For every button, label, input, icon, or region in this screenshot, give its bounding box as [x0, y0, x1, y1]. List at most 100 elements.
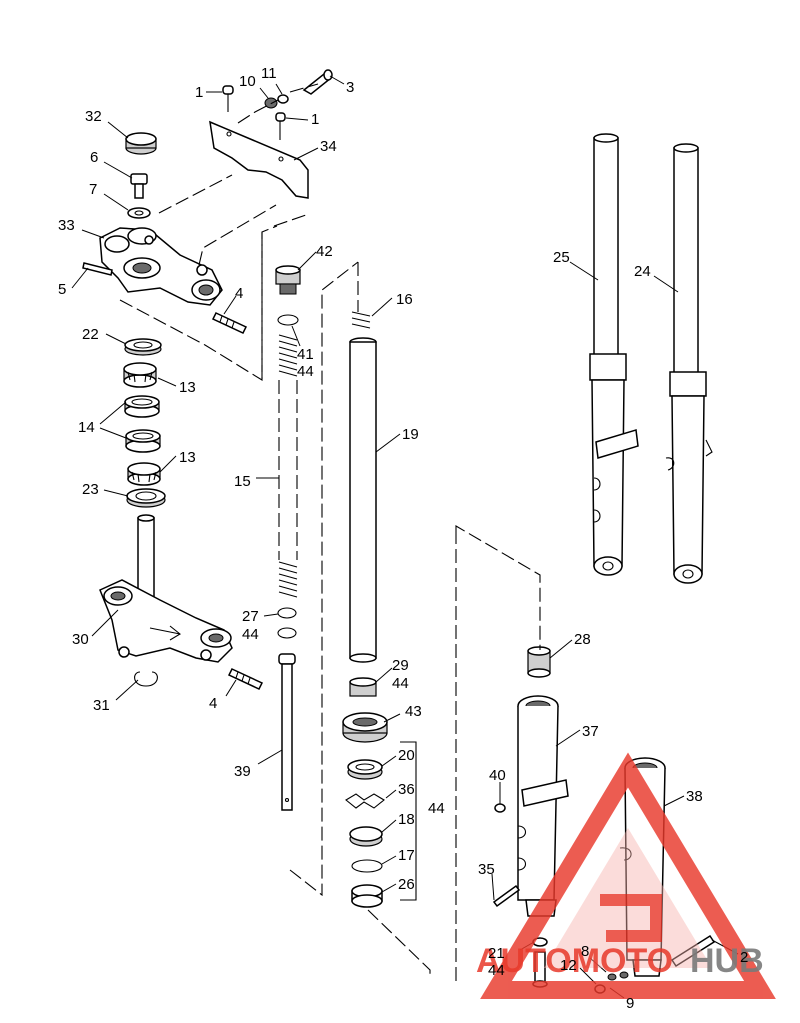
spring-16 [351, 311, 371, 329]
seal-23 [126, 488, 166, 508]
bearing-13-upper [123, 362, 157, 388]
callout-1: 1 [195, 84, 203, 101]
clip-31 [134, 671, 158, 687]
callout-32: 32 [85, 108, 102, 125]
callout-25: 25 [553, 249, 570, 266]
screw-4-upper [211, 312, 248, 334]
callout-9: 9 [626, 995, 634, 1012]
bearing-13-lower [127, 462, 161, 486]
brand-wordmark: AUTOMOTO HUB [476, 942, 764, 980]
callout-40: 40 [489, 767, 506, 784]
callout-43: 43 [405, 703, 422, 720]
callout-13: 13 [179, 379, 196, 396]
callout-15: 15 [234, 473, 251, 490]
callout-12: 12 [560, 957, 577, 974]
cap-42 [275, 265, 301, 295]
callout-17: 17 [398, 847, 415, 864]
callout-6: 6 [90, 149, 98, 166]
callout-18: 18 [398, 811, 415, 828]
bolt-1-right [275, 112, 286, 140]
callout-13: 13 [179, 449, 196, 466]
upper-bracket-33 [99, 227, 223, 306]
callout-1: 1 [311, 111, 319, 128]
nut-10 [264, 97, 278, 109]
bracket-34 [209, 120, 309, 199]
callout-31: 31 [93, 697, 110, 714]
callout-20: 20 [398, 747, 415, 764]
callout-14: 14 [78, 419, 95, 436]
callout-28: 28 [574, 631, 591, 648]
spacer-41 [277, 314, 299, 326]
brand-automoto-text: AUTOMOTO [476, 942, 673, 980]
fork-tube-19 [349, 337, 377, 663]
callout-29: 29 [392, 657, 409, 674]
leader-lines [71, 75, 739, 999]
ring-27 [277, 607, 297, 639]
screw-4-lower [227, 668, 264, 690]
race-14-lower [125, 429, 161, 453]
callout-26: 26 [398, 876, 415, 893]
callout-23: 23 [82, 481, 99, 498]
callout-10: 10 [239, 73, 256, 90]
callout-42: 42 [316, 243, 333, 260]
cap-32 [125, 132, 157, 155]
callout-39: 39 [234, 763, 251, 780]
callout-44: 44 [392, 675, 409, 692]
bolt-6 [130, 173, 148, 199]
callout-5: 5 [58, 281, 66, 298]
callout-labels: 1 10 11 3 1 34 32 6 7 33 5 4 22 13 14 13… [58, 65, 748, 1012]
callout-41: 41 [297, 346, 314, 363]
callout-35: 35 [478, 861, 495, 878]
callout-16: 16 [396, 291, 413, 308]
screw-35 [492, 884, 521, 908]
callout-30: 30 [72, 631, 89, 648]
washer-7 [127, 207, 151, 219]
callout-11: 11 [261, 65, 277, 82]
brand-hub-text: HUB [690, 942, 764, 980]
seal-20 [347, 759, 383, 780]
callout-34: 34 [320, 138, 337, 155]
callout-27: 27 [242, 608, 259, 625]
callout-4: 4 [209, 695, 217, 712]
callout-8: 8 [581, 943, 589, 960]
callout-3: 3 [346, 79, 354, 96]
seal-43 [342, 712, 388, 743]
callout-36: 36 [398, 781, 415, 798]
callout-37: 37 [582, 723, 599, 740]
bushing-26 [351, 884, 383, 908]
screw-5 [82, 262, 113, 276]
washer-11 [277, 94, 289, 104]
screw-40 [494, 803, 506, 813]
callout-33: 33 [58, 217, 75, 234]
callout-2: 2 [740, 949, 748, 966]
callout-24: 24 [634, 263, 651, 280]
bolt-1-left [222, 85, 234, 112]
callout-44: 44 [297, 363, 314, 380]
callout-4: 4 [235, 285, 243, 302]
bolt-2 [670, 934, 716, 968]
callout-19: 19 [402, 426, 419, 443]
triangle-logo-icon [480, 752, 776, 999]
race-14-upper [124, 395, 160, 418]
damper-rod-39 [278, 653, 296, 811]
washer-18 [349, 826, 383, 847]
bushing-28 [527, 646, 551, 678]
bushing-29 [349, 677, 377, 697]
fork-assembly-24 [665, 143, 713, 584]
callout-44: 44 [488, 962, 505, 979]
screw-3 [302, 69, 333, 95]
fork-assembly-25 [589, 133, 639, 576]
callout-21: 21 [488, 945, 505, 962]
seal-22 [124, 338, 162, 356]
callout-38: 38 [686, 788, 703, 805]
callout-22: 22 [82, 326, 99, 343]
callout-7: 7 [89, 181, 97, 198]
spring-15 [278, 334, 298, 598]
lower-bracket-30 [99, 514, 233, 663]
callout-44: 44 [242, 626, 259, 643]
ring-17 [351, 859, 383, 873]
callout-44: 44 [428, 800, 445, 817]
slider-37 [517, 695, 569, 917]
clip-36 [345, 793, 385, 809]
